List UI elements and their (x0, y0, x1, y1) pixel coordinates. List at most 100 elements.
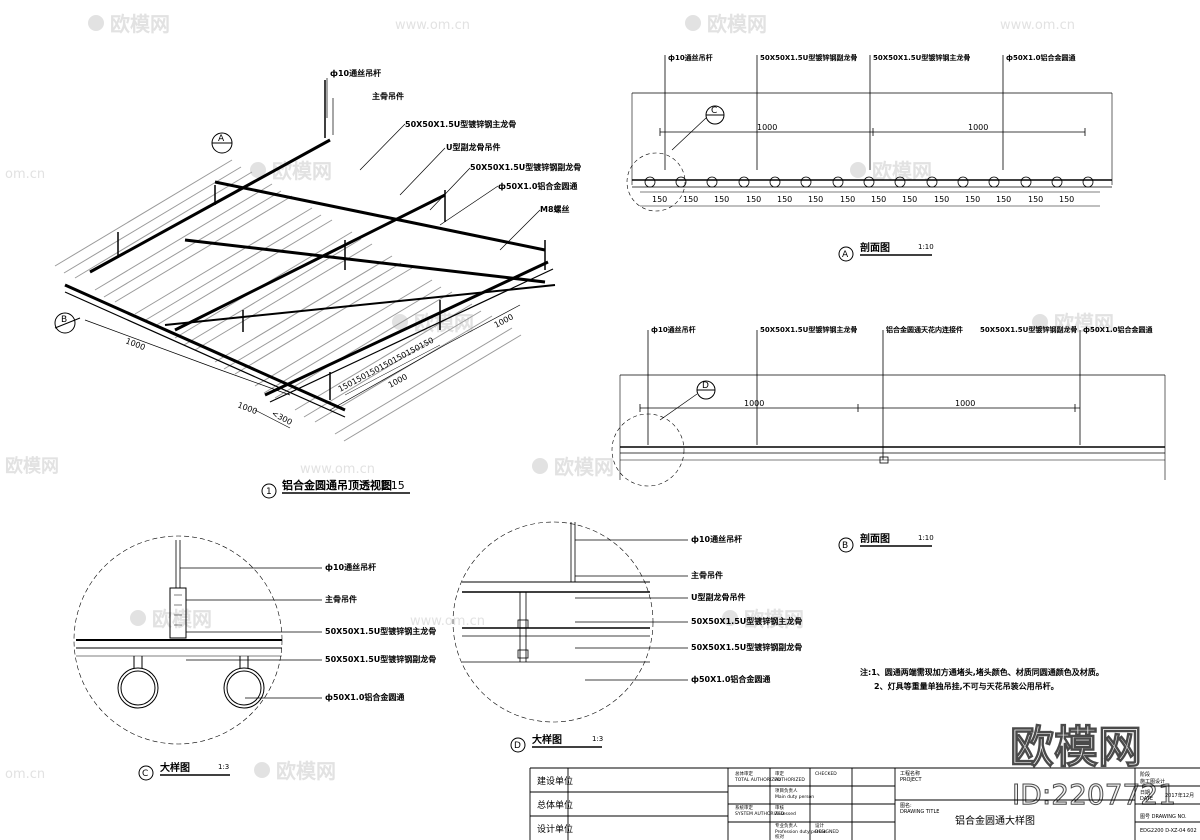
detail-d-label: ф10通丝吊杆 (691, 534, 742, 544)
watermark-site: www.om.cn (1000, 18, 1075, 33)
watermark-tile: 欧模网 (532, 455, 614, 479)
watermark-brand: 欧模网 (744, 607, 804, 631)
svg-text:150: 150 (871, 195, 886, 204)
iso-label: 50X50X1.5U型镀锌钢主龙骨 (405, 119, 516, 129)
detail-d-label: 50X50X1.5U型镀锌钢副龙骨 (691, 642, 802, 652)
watermark-brand: 欧模网 (872, 159, 932, 183)
svg-text:剖面图: 剖面图 (860, 532, 890, 545)
svg-text:施工图设计: 施工图设计 (1140, 778, 1165, 785)
svg-text:PROJECT: PROJECT (900, 777, 923, 783)
watermark-tile: 欧模网 (88, 12, 170, 36)
svg-text:项目负责人: 项目负责人 (775, 787, 798, 794)
svg-text:D: D (514, 741, 521, 751)
detail-d-label: 主骨吊件 (691, 570, 723, 580)
notes: 注:1、圆通两端需现加方通堵头,堵头颜色、材质同圆通颜色及材质。 2、灯具等重量… (860, 667, 1104, 691)
iso-label: U型副龙骨吊件 (446, 142, 501, 152)
svg-text:150: 150 (1028, 195, 1043, 204)
iso-label: ф10通丝吊杆 (330, 68, 381, 78)
section-a-label: ф50X1.0铝合金圆通 (1006, 53, 1076, 62)
iso-section-mark-b: B (54, 312, 81, 334)
section-a-dims-bottom: 150 150 150 150 150 150 150 150 150 150 … (652, 195, 1074, 204)
iso-labels: ф10通丝吊杆 主骨吊件 50X50X1.5U型镀锌钢主龙骨 U型副龙骨吊件 5… (330, 68, 581, 214)
svg-text:Assessed: Assessed (775, 811, 796, 817)
svg-text:C: C (142, 769, 148, 779)
section-b-label: 50X50X1.5U型镀锌钢主龙骨 (760, 325, 857, 334)
section-b-label: ф10通丝吊杆 (651, 325, 696, 334)
svg-text:150: 150 (652, 195, 667, 204)
title-block-row: 设计单位 (537, 823, 573, 835)
section-a-label: ф10通丝吊杆 (668, 53, 713, 62)
svg-text:系统审定: 系统审定 (735, 804, 753, 811)
section-a-label: 50X50X1.5U型镀锌钢主龙骨 (873, 53, 970, 62)
svg-text:150: 150 (1059, 195, 1074, 204)
watermark-site: www.om.cn (300, 462, 375, 477)
detail-d-title: D 大样图 1:3 (510, 733, 603, 753)
iso-leaders (326, 78, 541, 251)
watermark-brand: 欧模网 (554, 455, 614, 479)
section-a-labels: ф10通丝吊杆 50X50X1.5U型镀锌钢副龙骨 50X50X1.5U型镀锌钢… (668, 53, 1076, 62)
section-b-detail-mark: D (659, 380, 716, 421)
detail-c-title: C 大样图 1:3 (138, 761, 230, 781)
section-a-detail-circle (626, 152, 686, 212)
watermark-tile: 欧模网 (685, 12, 767, 36)
iso-section-mark-a: A (211, 132, 233, 154)
svg-text:欧模网: 欧模网 (1010, 722, 1142, 773)
watermark-brand: 欧模网 (276, 759, 336, 783)
watermark-brand: 欧模网 (272, 159, 332, 183)
title-block-cells: 总体审定 TOTAL AUTHORIZED 审定 AUTHORIZED 项目负责… (734, 770, 839, 840)
svg-text:总体审定: 总体审定 (735, 770, 753, 777)
iso-dim: 1000 (493, 312, 515, 330)
iso-label: M8螺丝 (540, 204, 570, 214)
svg-text:CHECKED: CHECKED (815, 771, 837, 777)
title-block-meta: 阶段 施工图设计 日期 DATE 2017年12月 图号 DRAWING NO.… (1140, 771, 1197, 834)
section-b-dim-top: 1000 (744, 399, 764, 408)
title-block-row: 总体单位 (537, 799, 573, 811)
svg-text:A: A (842, 250, 849, 260)
svg-text:图名:: 图名: (900, 802, 912, 809)
section-a: 1000 1000 150 150 150 150 150 150 150 15… (626, 53, 1113, 262)
watermark-site: www.om.cn (395, 18, 470, 33)
svg-text:EDG2200 D-XZ-04 602: EDG2200 D-XZ-04 602 (1140, 828, 1197, 834)
svg-text:B: B (61, 315, 67, 325)
iso-dim: <300 (270, 409, 294, 427)
svg-text:1:10: 1:10 (918, 243, 934, 251)
section-b-label: 50X50X1.5U型镀锌钢副龙骨 (980, 325, 1077, 334)
svg-text:1:10: 1:10 (918, 534, 934, 542)
svg-text:150: 150 (902, 195, 917, 204)
section-b: 1000 1000 D ф10通丝吊杆 50X50X1.5U型镀锌钢主龙骨 铝合… (611, 325, 1166, 553)
svg-text:大样图: 大样图 (160, 761, 190, 774)
watermark-brand: 欧模网 (1054, 311, 1114, 335)
svg-text:TOTAL AUTHORIZED: TOTAL AUTHORIZED (734, 777, 781, 783)
svg-text:审核: 审核 (775, 804, 784, 811)
section-a-dim-top: 1000 (757, 123, 777, 132)
detail-d-leaders (575, 539, 688, 681)
detail-d-label: 50X50X1.5U型镀锌钢主龙骨 (691, 616, 802, 626)
svg-text:150: 150 (714, 195, 729, 204)
watermark-brand: 欧模网 (5, 455, 59, 477)
detail-d-labels: ф10通丝吊杆 主骨吊件 U型副龙骨吊件 50X50X1.5U型镀锌钢主龙骨 5… (691, 534, 802, 684)
detail-c-tubes (117, 656, 265, 709)
section-a-tubes (644, 176, 1094, 188)
svg-text:150: 150 (840, 195, 855, 204)
section-a-hangers (664, 55, 1004, 170)
title-block-project: 工程名称 PROJECT 图名: DRAWING TITLE (900, 770, 939, 815)
svg-text:150: 150 (777, 195, 792, 204)
iso-title: 1 铝合金圆通吊顶透视图 1:15 (261, 478, 410, 499)
detail-d-label: ф50X1.0铝合金圆通 (691, 674, 770, 684)
section-a-detail-mark: C (671, 105, 725, 151)
section-b-label: 铝合金圆通天花内连接件 (886, 325, 963, 334)
svg-text:1: 1 (266, 487, 272, 497)
section-b-labels: ф10通丝吊杆 50X50X1.5U型镀锌钢主龙骨 铝合金圆通天花内连接件 50… (651, 325, 1153, 334)
svg-text:150: 150 (746, 195, 761, 204)
section-b-connector (879, 456, 889, 464)
section-b-label: ф50X1.0铝合金圆通 (1083, 325, 1153, 334)
watermark-tile: 欧模网 (1032, 311, 1114, 335)
section-b-dim-top: 1000 (955, 399, 975, 408)
iso-dimensions (84, 304, 521, 429)
svg-text:SYSTEM AUTHORIZED: SYSTEM AUTHORIZED (735, 811, 785, 817)
svg-text:校对: 校对 (775, 833, 784, 840)
watermark-brand: 欧模网 (152, 607, 212, 631)
section-b-hangers (647, 330, 1081, 460)
svg-text:DATE: DATE (1140, 796, 1153, 802)
